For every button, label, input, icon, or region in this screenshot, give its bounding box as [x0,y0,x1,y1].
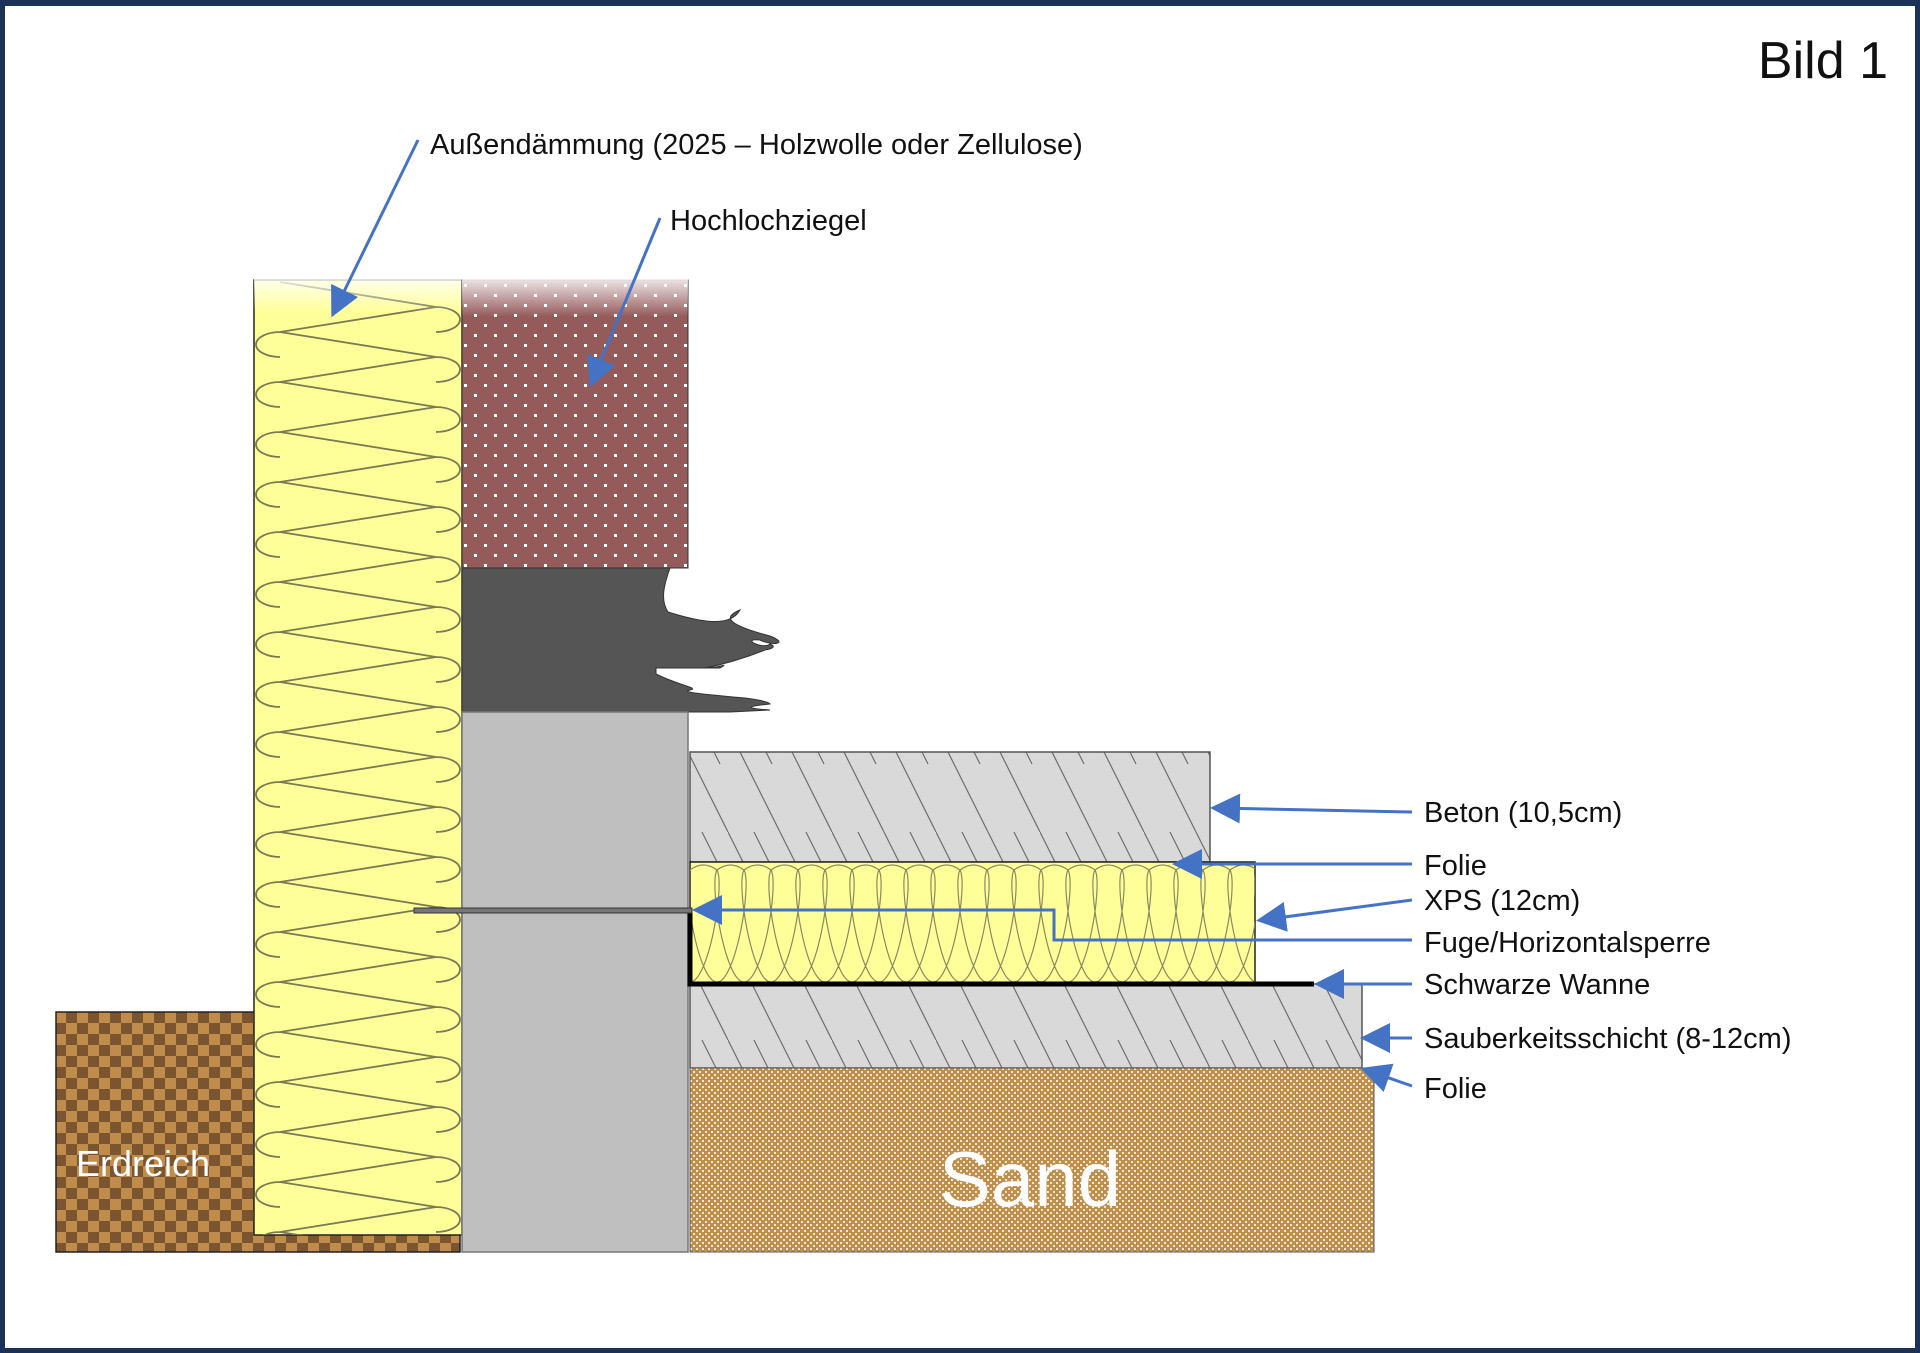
black-tank-membrane [687,910,1314,987]
wool-stroke [255,281,461,1235]
concrete-slab-beton [689,751,1211,863]
xps-stroke [690,864,1255,983]
sand-label: Sand [939,1135,1121,1223]
blinding-layer-sauberkeitsschicht [689,983,1363,1069]
label-schwarze-wanne: Schwarze Wanne [1424,969,1650,1001]
xps-wool-pattern [690,864,1255,983]
label-aussendaemmung: Außendämmung (2025 – Holzwolle oder Zell… [430,129,1083,161]
label-hochlochziegel: Hochlochziegel [670,205,867,237]
label-xps: XPS (12cm) [1424,885,1580,917]
concrete-wall [461,711,689,1253]
label-fuge: Fuge/Horizontalsperre [1424,927,1711,959]
exterior-insulation [253,272,463,1236]
arrow-fuge [692,895,1412,942]
erdreich-label: Erdreich [76,1143,210,1184]
brick-wall [461,272,689,569]
label-folie-bottom: Folie [1424,1073,1487,1105]
arrow-xps [1256,898,1413,932]
horizontal-barrier-rod [413,907,693,914]
insulation-wool-pattern [255,281,461,1235]
label-beton: Beton (10,5cm) [1424,797,1622,829]
sand-layer [689,1067,1375,1253]
arrow-beton [1210,793,1413,824]
figure-title: Bild 1 [1758,32,1888,90]
arrow-hochlochziegel [587,217,662,388]
arrow-aussendaemmung [331,139,420,318]
arrow-folie-bottom [1360,1063,1413,1093]
xps-insulation [689,861,1256,985]
label-folie-top: Folie [1424,850,1487,882]
label-sauberkeitsschicht: Sauberkeitsschicht (8-12cm) [1424,1023,1791,1055]
bitumen-break-section [461,567,780,713]
